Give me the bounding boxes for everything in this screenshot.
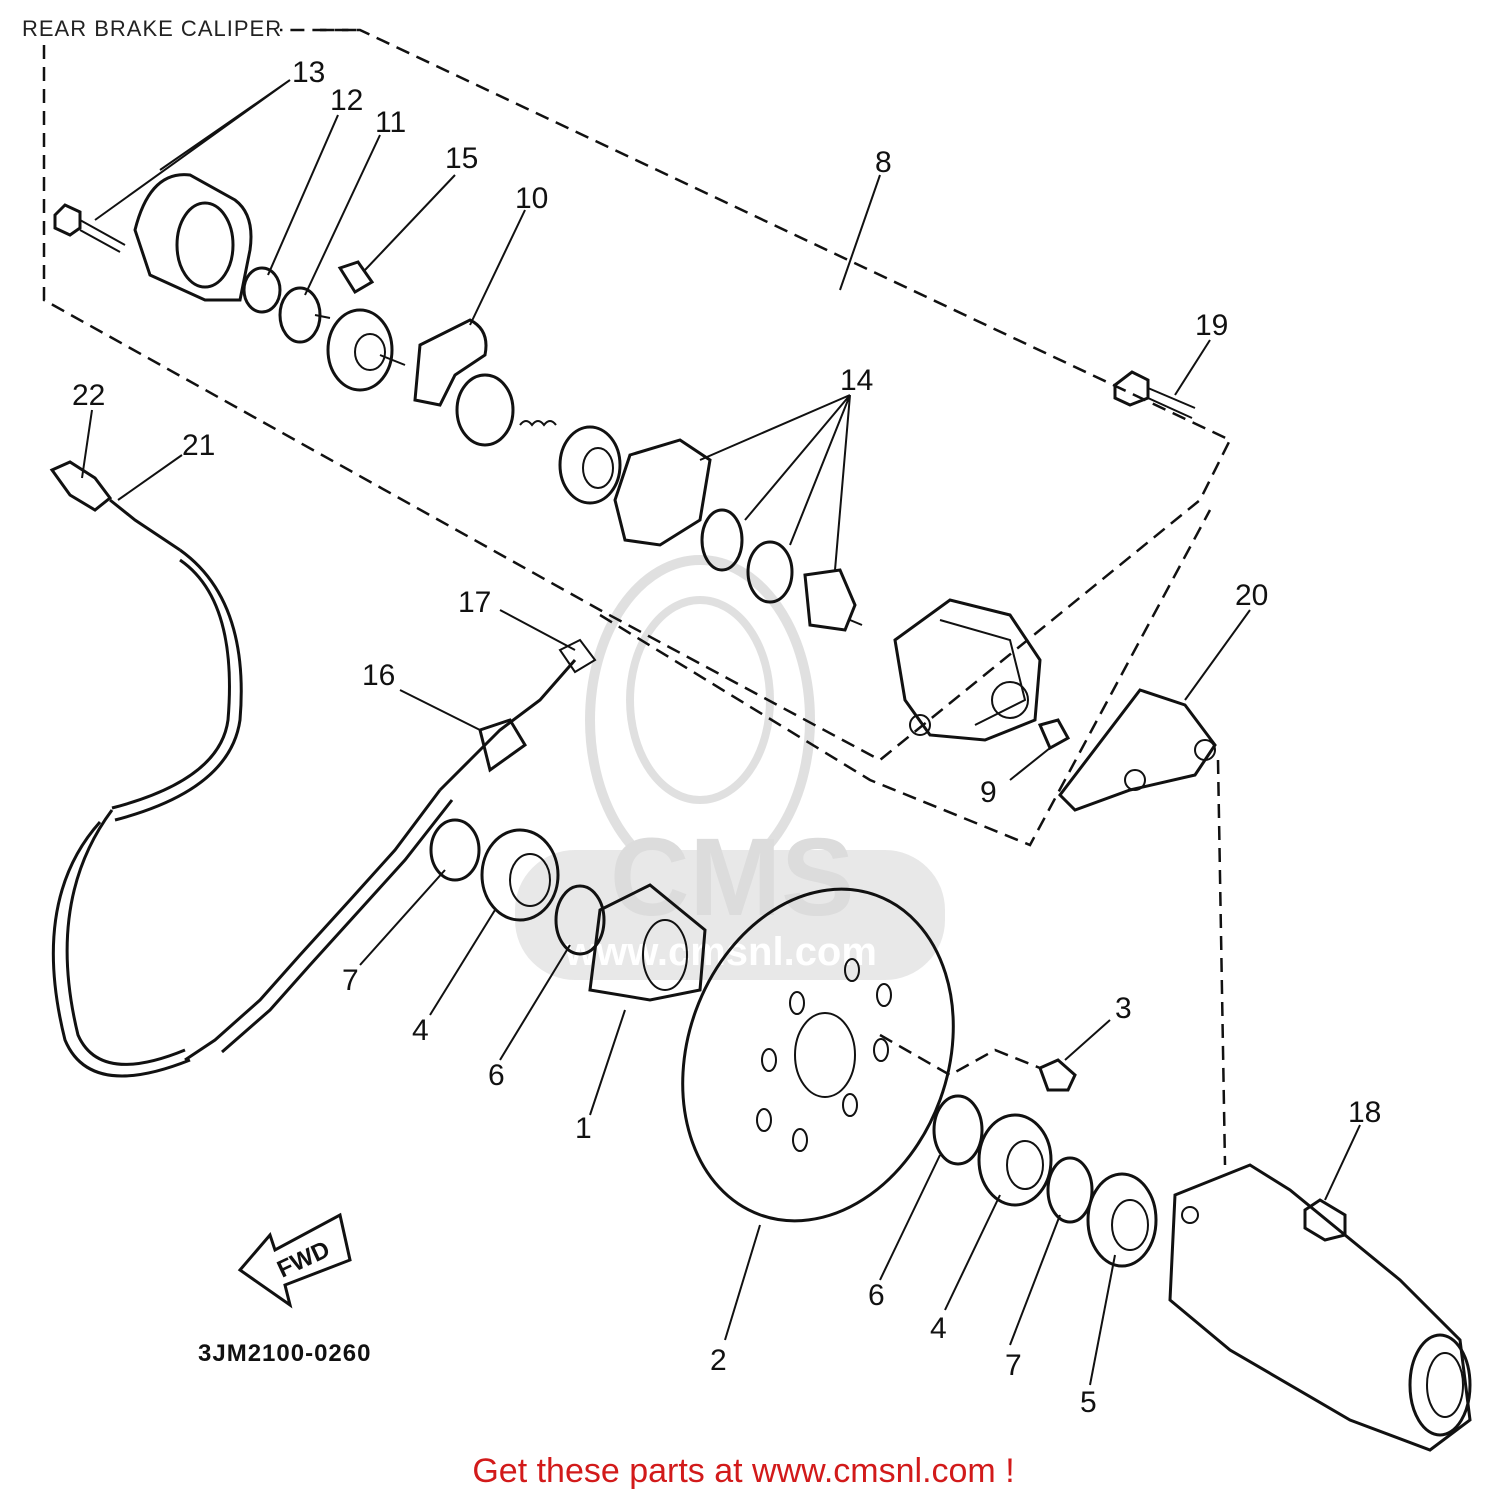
- cms-watermark: CMS www.cmsnl.com: [515, 555, 945, 980]
- fwd-arrow: FWD: [237, 1212, 352, 1309]
- part-6-ring-right: [932, 1094, 984, 1166]
- callout-6-right: 6: [868, 1279, 885, 1312]
- part-axle-housing: [1168, 1163, 1472, 1452]
- leader-lines: [81, 79, 1361, 1386]
- callout-7-left: 7: [342, 964, 359, 997]
- part-15-pin: [337, 260, 375, 295]
- callout-8: 8: [875, 146, 892, 179]
- callout-21: 21: [182, 429, 215, 462]
- part-7-ring-right: [1046, 1156, 1094, 1224]
- part-5-seal: [1086, 1172, 1158, 1268]
- callout-11: 11: [375, 106, 406, 139]
- callout-15: 15: [445, 142, 478, 175]
- part-13-bracket: [53, 173, 253, 302]
- part-21-cable: [51, 498, 243, 1078]
- part-2-disc: [681, 887, 955, 1223]
- part-10-plate: [413, 318, 488, 407]
- callout-10: 10: [515, 182, 548, 215]
- callout-9: 9: [980, 776, 997, 809]
- callout-2: 2: [710, 1344, 727, 1377]
- callout-1: 1: [575, 1112, 592, 1145]
- assembly-outline-upper: [42, 28, 1232, 847]
- watermark-brand: CMS: [610, 816, 854, 939]
- callout-13: 13: [292, 56, 325, 89]
- leader-3: [879, 1033, 1041, 1077]
- part-12-seal: [242, 266, 282, 314]
- page-title: REAR BRAKE CALIPER: [22, 16, 283, 41]
- callout-3: 3: [1115, 992, 1132, 1025]
- part-6-ring-left: [554, 884, 606, 956]
- part-20-bracket: [1058, 688, 1217, 812]
- part-22-clip: [49, 460, 113, 512]
- part-14-gasket-set: [613, 438, 863, 632]
- callout-4-right: 4: [930, 1312, 947, 1345]
- callout-17: 17: [458, 586, 491, 619]
- callout-numbers: 13 12 11 15 10 8 19 14 22 21 17 20 16 9 …: [72, 56, 1381, 1419]
- part-7-ring-left: [429, 818, 481, 882]
- part-1-hub: [588, 883, 707, 1002]
- leader-18-20: [1216, 759, 1227, 1166]
- part-bearing: [558, 425, 622, 505]
- part-16-brake-cable: [184, 638, 597, 1062]
- part-3-bolt: [1038, 1058, 1077, 1092]
- part-19-bolt: [1113, 370, 1196, 419]
- part-11-piston: [278, 286, 331, 344]
- callout-6-left: 6: [488, 1059, 505, 1092]
- diagram-code: 3JM2100-0260: [198, 1340, 372, 1367]
- part-9-nipple: [1037, 718, 1071, 751]
- callout-12: 12: [330, 84, 363, 117]
- callout-16: 16: [362, 659, 395, 692]
- callout-19: 19: [1195, 309, 1228, 342]
- watermark-url: www.cmsnl.com: [564, 930, 877, 974]
- callout-7-right: 7: [1005, 1349, 1022, 1382]
- callout-14: 14: [840, 364, 873, 397]
- callout-5: 5: [1080, 1386, 1097, 1419]
- footer-link[interactable]: Get these parts at www.cmsnl.com !: [472, 1452, 1015, 1490]
- callout-18: 18: [1348, 1096, 1381, 1129]
- part-adjuster: [326, 308, 406, 392]
- callout-4-left: 4: [412, 1014, 429, 1047]
- callout-22: 22: [72, 379, 105, 412]
- part-8-caliper-body: [893, 598, 1042, 742]
- callout-20: 20: [1235, 579, 1268, 612]
- part-spring-piston: [455, 373, 557, 447]
- part-4-seal-left: [480, 828, 560, 922]
- part-4-seal-right: [977, 1113, 1053, 1207]
